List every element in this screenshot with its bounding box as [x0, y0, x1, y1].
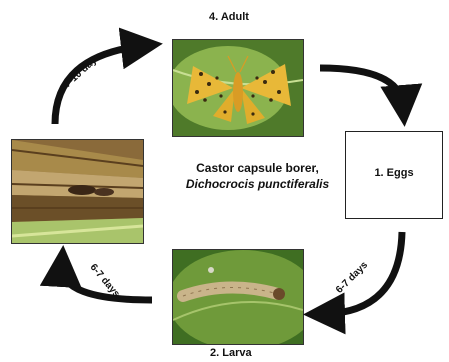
arrow-adult-to-eggs [320, 68, 403, 106]
